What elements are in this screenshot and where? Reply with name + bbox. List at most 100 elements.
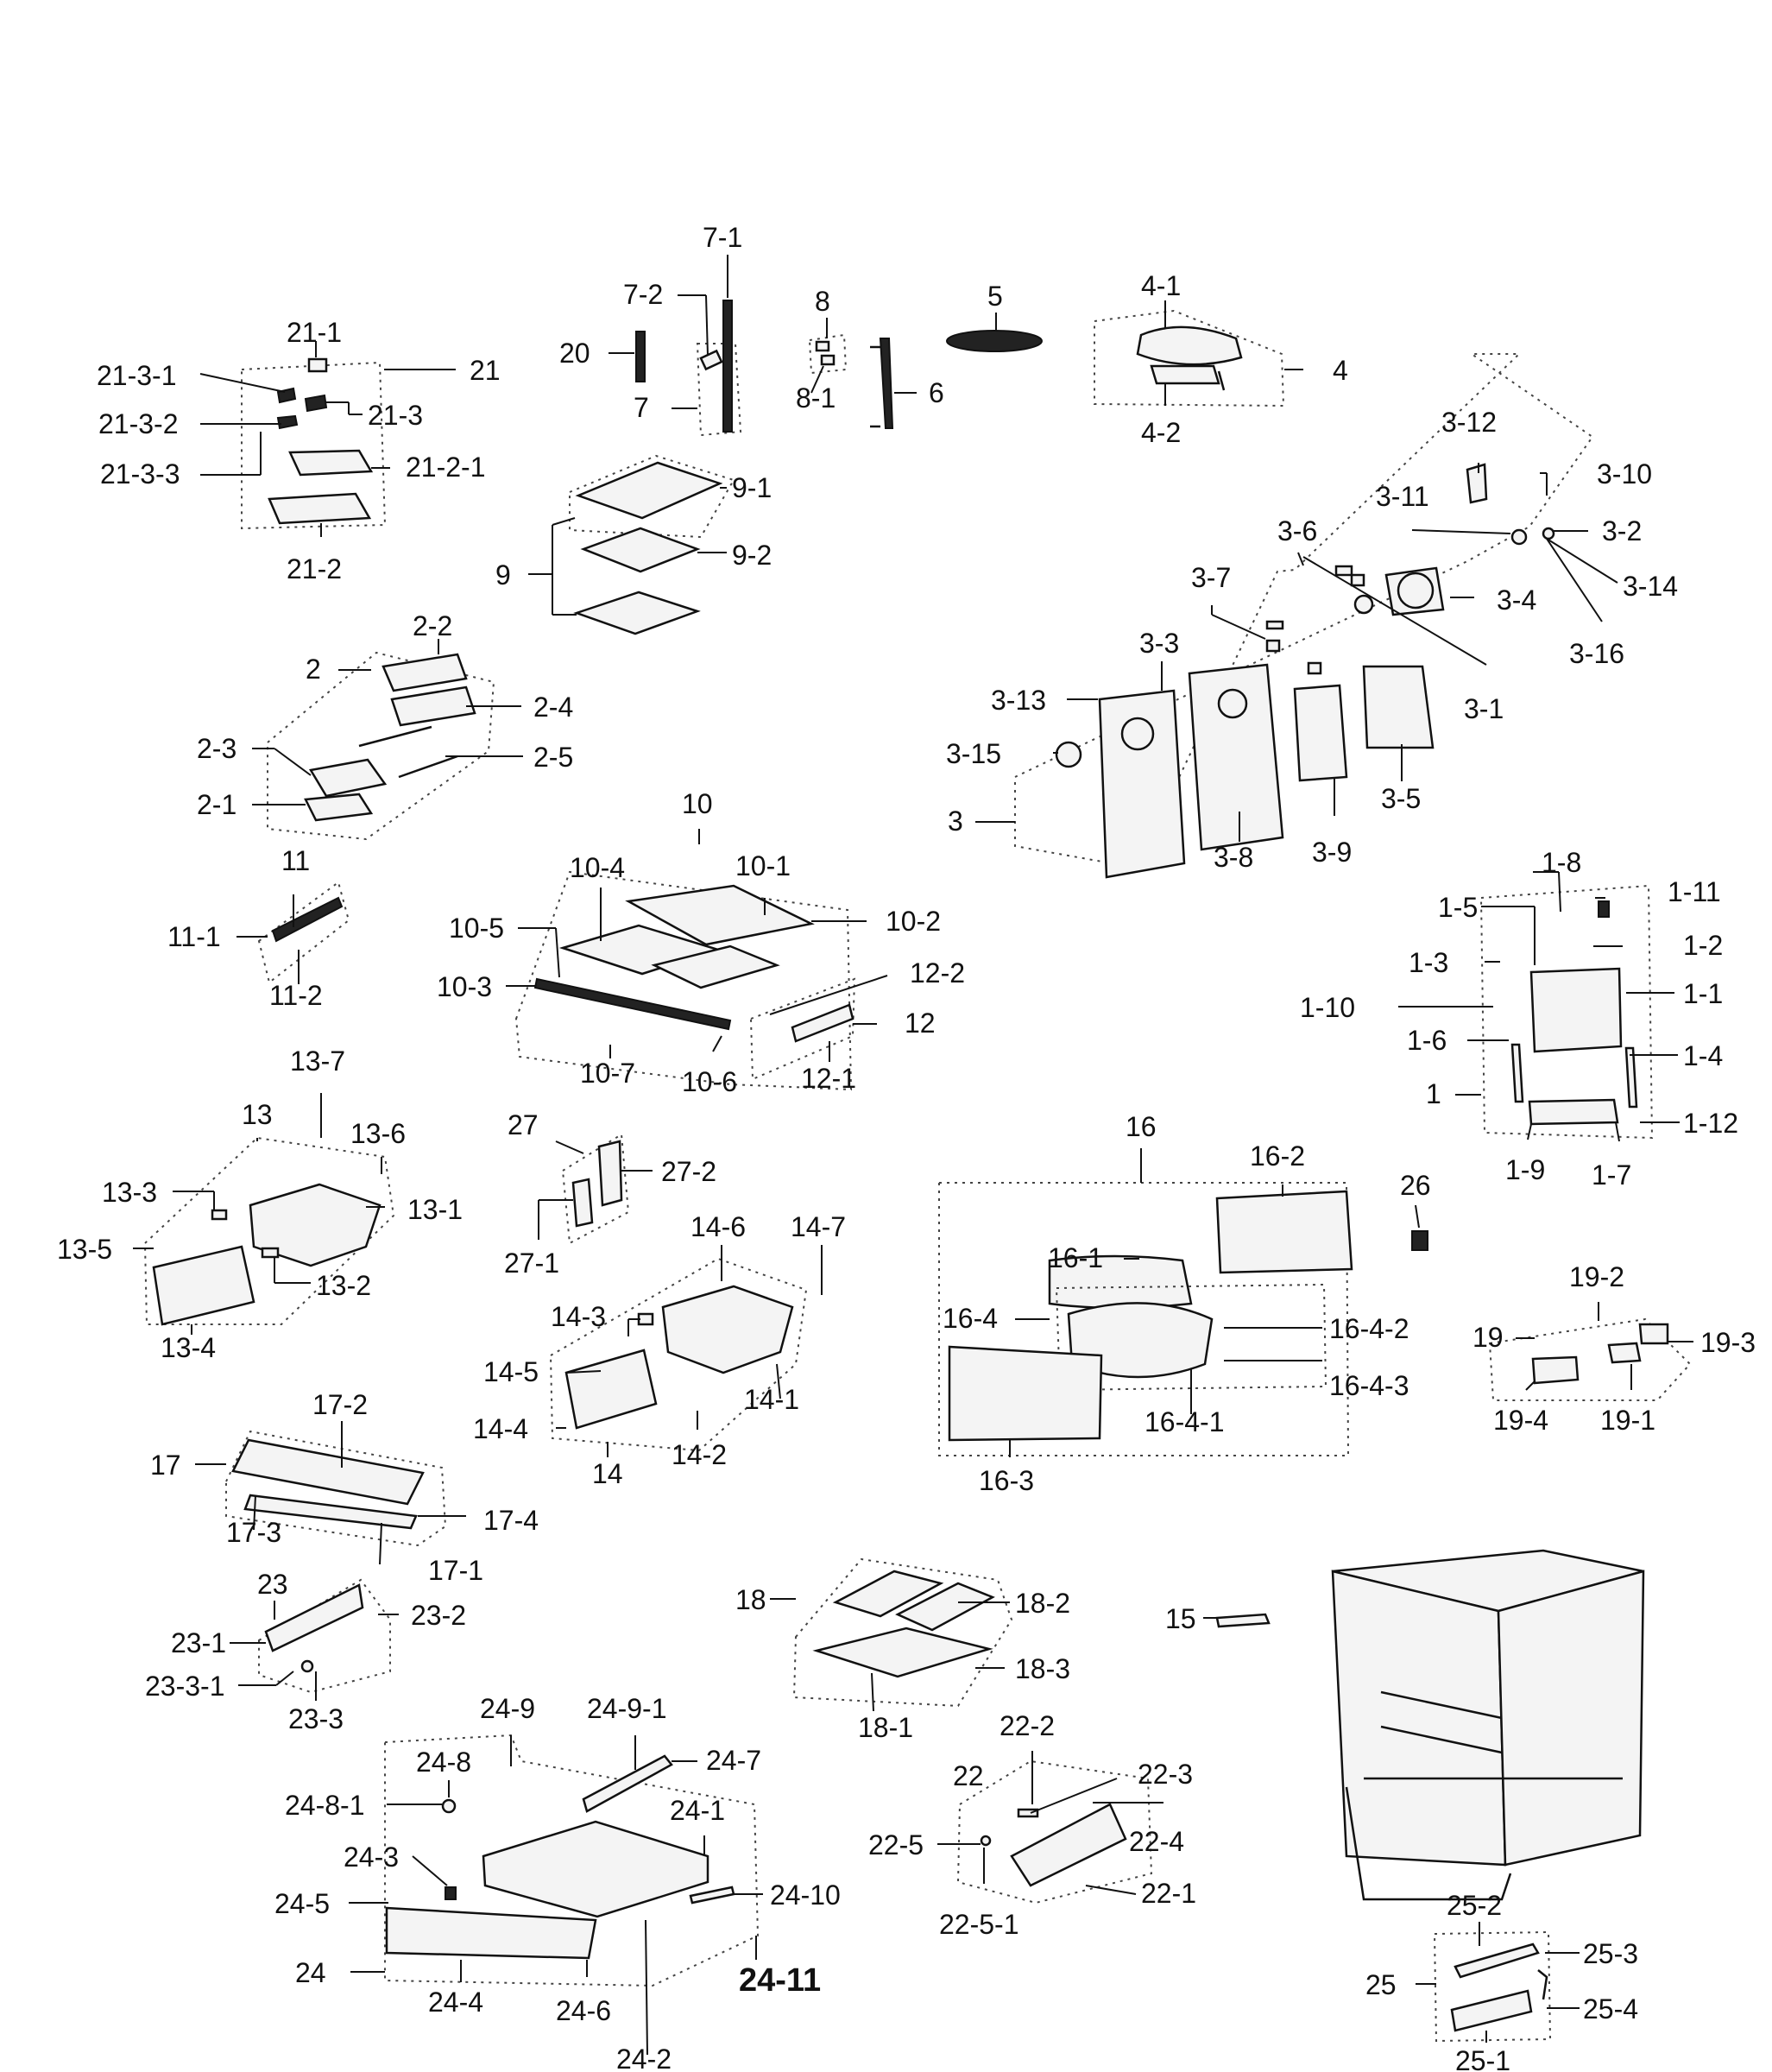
label-20: 20 [559, 338, 590, 369]
label-21-3-3: 21-3-3 [100, 458, 180, 490]
label-2-4: 2-4 [533, 692, 573, 723]
label-19-2: 19-2 [1569, 1261, 1624, 1292]
label-14-7: 14-7 [791, 1211, 846, 1242]
label-24-7: 24-7 [706, 1745, 761, 1776]
label-17-1: 17-1 [428, 1555, 483, 1586]
group-16-box [938, 1182, 1353, 1456]
label-24-9: 24-9 [480, 1693, 535, 1724]
label-10: 10 [682, 788, 713, 819]
label-19-4: 19-4 [1493, 1405, 1548, 1436]
label-2: 2 [306, 654, 321, 685]
label-16-4-3: 16-4-3 [1329, 1370, 1409, 1401]
label-13-4: 13-4 [161, 1332, 216, 1363]
label-22-5-1: 22-5-1 [939, 1909, 1019, 1940]
label-19: 19 [1472, 1322, 1504, 1353]
label-3-9: 3-9 [1312, 837, 1352, 868]
label-16-4-1: 16-4-1 [1145, 1406, 1225, 1437]
label-27: 27 [508, 1109, 539, 1140]
label-22-1: 22-1 [1141, 1878, 1196, 1909]
label-15: 15 [1165, 1603, 1196, 1634]
label-17-4: 17-4 [483, 1505, 539, 1536]
label-18-1: 18-1 [858, 1712, 913, 1743]
label-24-11: 24-11 [739, 1962, 821, 1999]
label-24-6: 24-6 [556, 1995, 611, 2026]
label-23-2: 23-2 [411, 1600, 466, 1631]
label-16: 16 [1126, 1111, 1157, 1142]
label-1-1: 1-1 [1683, 978, 1723, 1009]
label-19-1: 19-1 [1600, 1405, 1655, 1436]
label-24: 24 [295, 1957, 326, 1988]
group-12-box [749, 977, 856, 1081]
label-14-4: 14-4 [473, 1413, 528, 1444]
group-17-box [225, 1430, 447, 1547]
label-6: 6 [929, 377, 944, 408]
label-1-10: 1-10 [1300, 992, 1355, 1023]
label-3-15: 3-15 [946, 738, 1001, 769]
label-24-5: 24-5 [274, 1888, 330, 1919]
label-21-1: 21-1 [287, 317, 342, 348]
label-23-3: 23-3 [288, 1703, 344, 1734]
label-16-4-2: 16-4-2 [1329, 1313, 1409, 1344]
group-21-box [241, 357, 387, 530]
group-2-box [267, 651, 495, 841]
label-19-3: 19-3 [1700, 1327, 1756, 1358]
label-23-1: 23-1 [171, 1627, 226, 1658]
label-13-1: 13-1 [407, 1194, 463, 1225]
label-5: 5 [987, 281, 1003, 312]
label-21-3-1: 21-3-1 [97, 360, 177, 391]
label-21-3: 21-3 [368, 400, 423, 431]
part-15 [1215, 1613, 1271, 1628]
label-3-1: 3-1 [1464, 693, 1504, 724]
label-16-2: 16-2 [1250, 1140, 1305, 1172]
label-3-4: 3-4 [1497, 584, 1536, 616]
label-24-8: 24-8 [416, 1747, 471, 1778]
label-2-1: 2-1 [197, 789, 236, 820]
label-12: 12 [905, 1008, 936, 1039]
label-3-12: 3-12 [1441, 407, 1497, 438]
label-13: 13 [242, 1099, 273, 1130]
label-21: 21 [470, 355, 501, 386]
group-25-box [1433, 1930, 1552, 2043]
label-16-4: 16-4 [943, 1303, 998, 1334]
group-4-box [1094, 309, 1285, 407]
group-19-box [1488, 1317, 1692, 1401]
label-1-4: 1-4 [1683, 1040, 1723, 1071]
label-4-1: 4-1 [1141, 270, 1181, 301]
label-4: 4 [1333, 355, 1348, 386]
label-3-16: 3-16 [1569, 638, 1624, 669]
label-3-7: 3-7 [1191, 562, 1231, 593]
label-25: 25 [1365, 1969, 1397, 2000]
label-13-2: 13-2 [316, 1270, 371, 1301]
part-26 [1411, 1230, 1428, 1251]
label-14-5: 14-5 [483, 1356, 539, 1387]
label-21-2-1: 21-2-1 [406, 452, 486, 483]
label-24-10: 24-10 [770, 1879, 841, 1911]
label-1-3: 1-3 [1409, 947, 1448, 978]
label-24-3: 24-3 [344, 1841, 399, 1873]
label-3-8: 3-8 [1214, 842, 1253, 873]
label-1-11: 1-11 [1668, 876, 1721, 907]
refrigerator-cabinet [1331, 1549, 1645, 1901]
label-13-3: 13-3 [102, 1177, 157, 1208]
label-11-2: 11-2 [269, 980, 323, 1011]
label-3-2: 3-2 [1602, 515, 1642, 546]
label-17-2: 17-2 [312, 1389, 368, 1420]
label-25-1: 25-1 [1455, 2045, 1510, 2072]
label-2-2: 2-2 [413, 610, 452, 641]
label-24-9-1: 24-9-1 [587, 1693, 667, 1724]
label-9-1: 9-1 [732, 472, 772, 503]
label-17-3: 17-3 [226, 1517, 281, 1548]
label-14-3: 14-3 [551, 1301, 606, 1332]
part-drawings [143, 300, 1692, 2043]
label-24-1: 24-1 [670, 1795, 725, 1826]
label-25-2: 25-2 [1447, 1890, 1502, 1921]
label-3-10: 3-10 [1597, 458, 1652, 490]
label-3-14: 3-14 [1623, 571, 1678, 602]
label-7-1: 7-1 [703, 222, 742, 253]
label-1-7: 1-7 [1592, 1159, 1631, 1191]
group-3-box [1014, 353, 1594, 879]
label-22-4: 22-4 [1129, 1826, 1184, 1857]
label-18: 18 [735, 1584, 766, 1615]
label-10-7: 10-7 [580, 1058, 635, 1089]
label-3-3: 3-3 [1139, 628, 1179, 659]
